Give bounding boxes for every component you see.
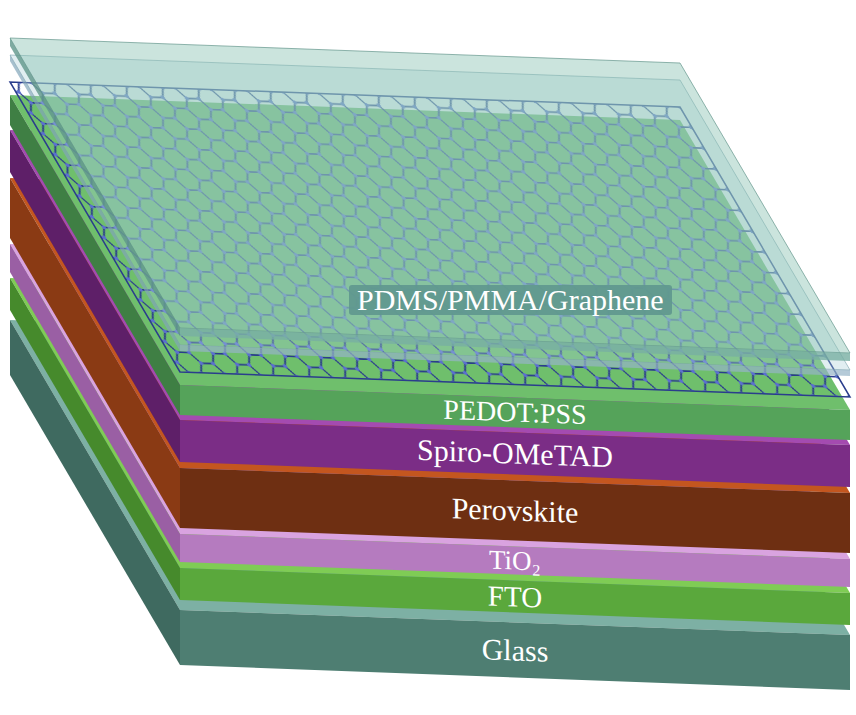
layer-label: Spiro-OMeTAD [417,435,613,472]
layer-label: Glass [482,634,549,666]
layer-label: PDMS/PMMA/Graphene [357,283,664,316]
layer-label: TiO₂ [489,546,541,575]
layer-label: PEDOT:PSS [443,396,586,429]
layer-label: FTO [488,581,542,612]
pdms-sheet-side [10,38,180,336]
pdms-sheet-top [10,38,850,353]
layer-label: Perovskite [452,493,579,528]
sheet-stack-label: PDMS/PMMA/Graphene [349,285,672,315]
pdms-sheet-front [180,328,850,361]
